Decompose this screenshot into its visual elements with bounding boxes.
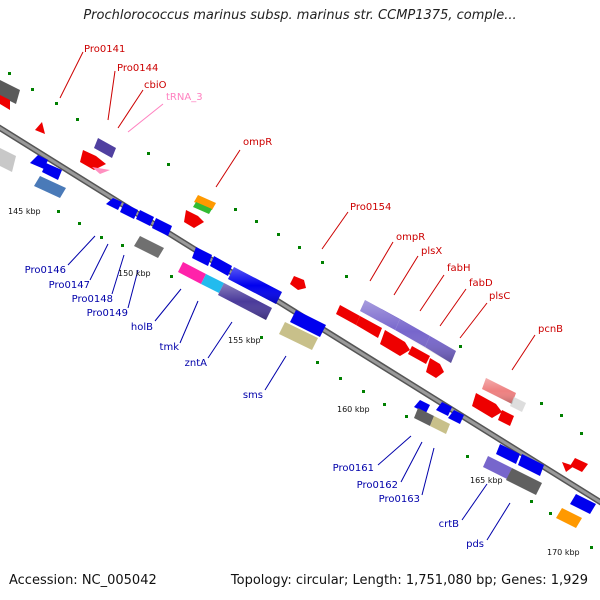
gene-feature[interactable] xyxy=(356,316,382,338)
callout-lines xyxy=(59,51,536,541)
gene-feature[interactable] xyxy=(496,444,520,464)
gene-label-tmk[interactable]: tmk xyxy=(160,342,180,353)
gene-feature[interactable] xyxy=(448,410,464,424)
gene-feature[interactable] xyxy=(290,310,326,337)
gene-label-pro0144[interactable]: Pro0144 xyxy=(117,63,158,74)
gene-label-znta[interactable]: zntA xyxy=(185,358,208,369)
scale-label: 150 kbp xyxy=(118,269,151,278)
gene-feature[interactable] xyxy=(35,122,45,134)
gene-label-plsx[interactable]: plsX xyxy=(421,246,442,257)
gene-label-pro0146[interactable]: Pro0146 xyxy=(25,265,66,276)
accession-text: Accession: NC_005042 xyxy=(9,573,157,588)
gene-label-sms[interactable]: sms xyxy=(243,390,263,401)
gene-label-fabd[interactable]: fabD xyxy=(469,278,493,289)
trna-feature[interactable] xyxy=(92,167,110,174)
gene-feature[interactable] xyxy=(42,163,62,180)
reverse-gene-labels: Pro0146 Pro0147 Pro0148 Pro0149 holB tmk… xyxy=(25,265,484,550)
gene-feature[interactable] xyxy=(201,274,224,293)
gene-label-pro0161[interactable]: Pro0161 xyxy=(333,463,374,474)
gene-feature[interactable] xyxy=(0,95,10,110)
gene-feature[interactable] xyxy=(120,203,138,219)
gene-label-fabh[interactable]: fabH xyxy=(447,263,471,274)
gene-feature[interactable] xyxy=(0,148,16,172)
gene-feature[interactable] xyxy=(562,462,574,472)
forward-gene-labels: Pro0141 Pro0144 cbiO tRNA_3 ompR Pro0154… xyxy=(84,44,563,335)
gene-feature[interactable] xyxy=(134,236,164,258)
gene-feature[interactable] xyxy=(436,402,452,416)
gene-feature[interactable] xyxy=(184,210,204,228)
gene-feature[interactable] xyxy=(279,322,318,350)
gene-feature[interactable] xyxy=(570,458,588,472)
scale-labels: 145 kbp 150 kbp 155 kbp 160 kbp 165 kbp … xyxy=(8,207,580,557)
gene-feature[interactable] xyxy=(498,410,514,426)
gene-feature[interactable] xyxy=(210,256,232,276)
gene-feature[interactable] xyxy=(94,138,116,158)
gene-feature[interactable] xyxy=(430,416,450,434)
gene-feature[interactable] xyxy=(290,276,306,290)
scale-label: 145 kbp xyxy=(8,207,41,216)
gene-feature[interactable] xyxy=(152,218,172,236)
gene-feature[interactable] xyxy=(193,202,212,214)
gene-feature[interactable] xyxy=(80,150,106,170)
gene-feature[interactable] xyxy=(483,456,512,479)
feature-shading xyxy=(218,267,516,404)
gene-label-pds[interactable]: pds xyxy=(466,539,484,550)
gene-feature[interactable] xyxy=(336,305,360,325)
scale-ticks xyxy=(8,72,593,549)
gene-label-cbio[interactable]: cbiO xyxy=(144,80,167,91)
gene-label-ompr-2[interactable]: ompR xyxy=(396,232,425,243)
gene-feature[interactable] xyxy=(556,508,582,528)
gene-feature[interactable] xyxy=(178,262,206,284)
reverse-strand-features xyxy=(0,148,596,528)
topology-summary: Topology: circular; Length: 1,751,080 bp… xyxy=(230,573,588,588)
gene-feature[interactable] xyxy=(414,400,430,413)
gene-feature[interactable] xyxy=(30,155,48,169)
gene-feature[interactable] xyxy=(518,454,544,476)
gene-label-pro0141[interactable]: Pro0141 xyxy=(84,44,125,55)
gene-feature[interactable] xyxy=(506,468,542,495)
gene-label-crtb[interactable]: crtB xyxy=(439,519,460,530)
gene-label-pro0154[interactable]: Pro0154 xyxy=(350,202,391,213)
gene-feature[interactable] xyxy=(570,494,596,514)
gene-label-ompr-1[interactable]: ompR xyxy=(243,137,272,148)
gene-feature[interactable] xyxy=(106,198,122,210)
map-title: Prochlorococcus marinus subsp. marinus s… xyxy=(83,8,517,23)
gene-feature[interactable] xyxy=(426,358,444,378)
gene-label-pro0147[interactable]: Pro0147 xyxy=(49,280,90,291)
gene-feature[interactable] xyxy=(408,346,430,364)
forward-strand-features xyxy=(0,80,588,472)
scale-label: 165 kbp xyxy=(470,476,503,485)
gene-feature[interactable] xyxy=(380,330,410,356)
gene-feature[interactable] xyxy=(510,397,526,412)
gene-label-trna-3[interactable]: tRNA_3 xyxy=(166,92,203,103)
scale-label: 155 kbp xyxy=(228,336,261,345)
gene-label-plsc[interactable]: plsC xyxy=(489,291,510,302)
gene-label-pcnb[interactable]: pcnB xyxy=(538,324,563,335)
gene-label-pro0148[interactable]: Pro0148 xyxy=(72,294,113,305)
gene-feature[interactable] xyxy=(192,247,212,266)
scale-label: 170 kbp xyxy=(547,548,580,557)
gene-label-pro0163[interactable]: Pro0163 xyxy=(379,494,420,505)
gene-feature[interactable] xyxy=(34,176,66,198)
gene-feature[interactable] xyxy=(136,210,154,226)
gene-label-pro0149[interactable]: Pro0149 xyxy=(87,308,128,319)
gene-feature[interactable] xyxy=(194,195,216,210)
gene-feature[interactable] xyxy=(472,393,502,418)
gene-feature[interactable] xyxy=(414,408,434,426)
gene-label-pro0162[interactable]: Pro0162 xyxy=(357,480,398,491)
gene-label-holb[interactable]: holB xyxy=(131,322,153,333)
scale-label: 160 kbp xyxy=(337,405,370,414)
